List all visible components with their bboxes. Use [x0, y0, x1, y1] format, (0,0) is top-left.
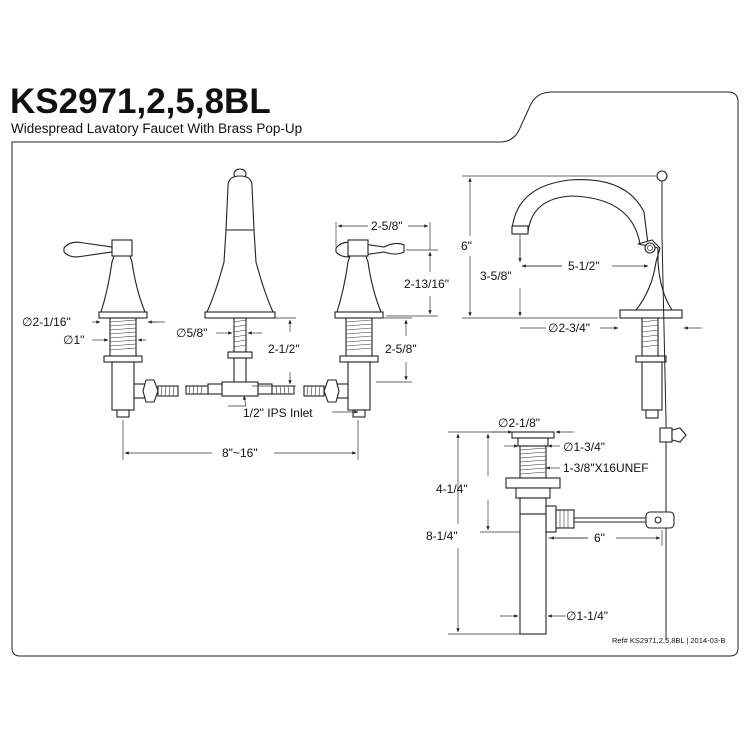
popup-dimension-lines [448, 430, 663, 635]
reference-number: Ref# KS2971,2,5,8BL | 2014-03-B [612, 636, 725, 645]
dim-ips-inlet: 1/2" IPS Inlet [243, 406, 313, 420]
side-view-dimension-lines [462, 175, 702, 330]
popup-drain-drawing [505, 431, 675, 635]
dim-flange-dia: ∅2-1/8" [498, 416, 540, 430]
right-handle-drawing [303, 239, 405, 418]
dim-body-height: 4-1/4" [436, 482, 468, 496]
front-view-dimension-lines [92, 222, 438, 460]
dim-spout-reach: 5-1/2" [568, 259, 600, 273]
dim-spout-shank-length: 2-1/2" [268, 342, 300, 356]
side-view-drawing [511, 170, 687, 640]
dim-handle-base-dia: ∅2-1/16" [22, 315, 71, 329]
dim-spout-height: 3-5/8" [480, 269, 512, 283]
dim-spread: 8"~16" [222, 446, 258, 460]
dim-handle-shank-length: 2-5/8" [385, 342, 417, 356]
dim-thread-spec: 1-3/8"X16UNEF [563, 461, 649, 475]
dim-base-dia: ∅2-3/4" [548, 321, 590, 335]
dim-shank-dia: ∅1" [63, 333, 84, 347]
product-description: Widespread Lavatory Faucet With Brass Po… [11, 121, 303, 136]
left-handle-drawing [63, 239, 179, 418]
dim-total-height: 8-1/4" [426, 529, 458, 543]
dim-tailpiece-dia: ∅1-1/4" [566, 609, 608, 623]
dim-spout-shank-dia: ∅5/8" [176, 326, 207, 340]
spout-front-drawing [185, 168, 295, 397]
dim-handle-height: 2-13/16" [404, 277, 449, 291]
dim-rod-length: 6" [594, 531, 605, 545]
drawing-frame [11, 91, 739, 657]
dim-body-dia: ∅1-3/4" [563, 440, 605, 454]
model-title: KS2971,2,5,8BL [10, 82, 271, 121]
dim-handle-width: 2-5/8" [371, 219, 403, 233]
dim-overall-height: 6" [461, 239, 472, 253]
